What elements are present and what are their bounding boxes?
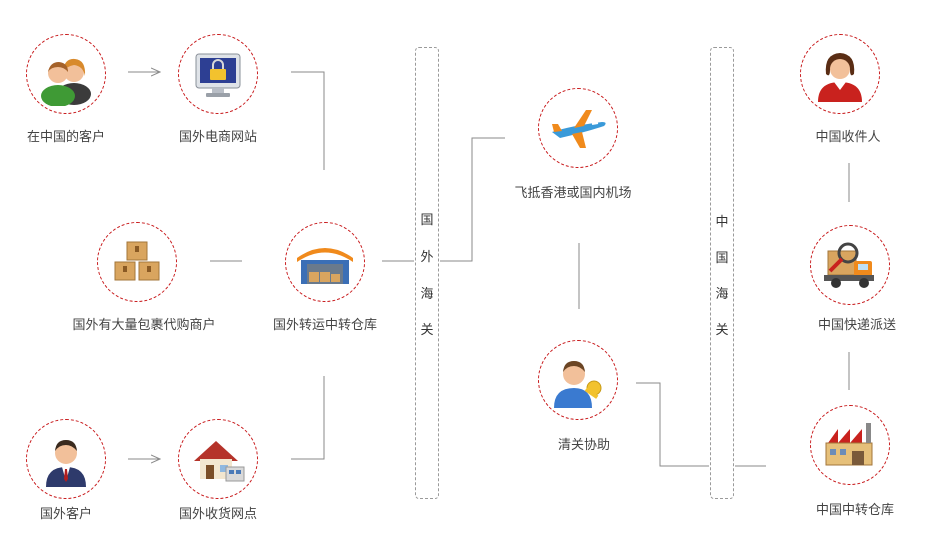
circle-frame xyxy=(97,222,177,302)
businessman-icon xyxy=(46,440,86,487)
delivery-truck-icon xyxy=(824,242,874,288)
china-customs-char-3: 海 xyxy=(715,287,729,302)
label-cn-warehouse: 中国中转仓库 xyxy=(815,503,895,518)
china-customs-char-4: 关 xyxy=(715,323,729,338)
woman-icon xyxy=(818,53,862,102)
foreign-customs-char-3: 海 xyxy=(420,287,434,302)
house-icon xyxy=(194,441,245,482)
label-transit-warehouse: 国外转运中转仓库 xyxy=(272,318,378,333)
label-bulk-merchant: 国外有大量包裹代购商户 xyxy=(72,318,216,333)
label-foreign-site: 国外电商网站 xyxy=(178,130,258,145)
node-cn-warehouse xyxy=(810,405,890,485)
boxes-icon xyxy=(114,241,160,281)
airplane-icon xyxy=(552,110,606,148)
warehouse-icon xyxy=(297,248,353,284)
label-recipient: 中国收件人 xyxy=(815,130,881,145)
label-express: 中国快递派送 xyxy=(817,318,897,333)
label-airport: 飞抵香港或国内机场 xyxy=(514,186,632,201)
node-recipient xyxy=(800,34,880,114)
china-customs-char-1: 中 xyxy=(715,215,729,230)
label-receiving-point: 国外收货网点 xyxy=(178,507,258,522)
secure-monitor-icon xyxy=(195,53,241,97)
line-customs-to-airport xyxy=(440,137,505,262)
key-person-icon xyxy=(554,361,602,408)
foreign-customs-char-1: 国 xyxy=(420,213,434,228)
node-bulk-merchant xyxy=(97,222,177,302)
label-clearance: 清关协助 xyxy=(557,438,611,453)
node-foreign-site xyxy=(178,34,258,114)
china-customs-char-2: 国 xyxy=(715,251,729,266)
foreign-customs-bar: 国 外 海 关 xyxy=(415,47,439,499)
foreign-customs-char-2: 外 xyxy=(420,250,434,265)
label-china-customer: 在中国的客户 xyxy=(26,130,106,145)
node-china-customer xyxy=(26,34,106,114)
line-clearance-to-cn-customs xyxy=(636,382,709,467)
node-foreign-customer xyxy=(26,419,106,499)
foreign-customs-char-4: 关 xyxy=(420,323,434,338)
node-transit-warehouse xyxy=(285,222,365,302)
node-airport xyxy=(538,88,618,168)
factory-icon xyxy=(825,423,873,466)
china-customs-bar: 中 国 海 关 xyxy=(710,47,734,499)
line-point-to-warehouse xyxy=(291,376,325,460)
node-express xyxy=(810,225,890,305)
label-foreign-customer: 国外客户 xyxy=(39,507,93,522)
customers-icon xyxy=(41,58,91,106)
node-receiving-point xyxy=(178,419,258,499)
node-clearance xyxy=(538,340,618,420)
line-site-to-warehouse xyxy=(291,71,325,170)
